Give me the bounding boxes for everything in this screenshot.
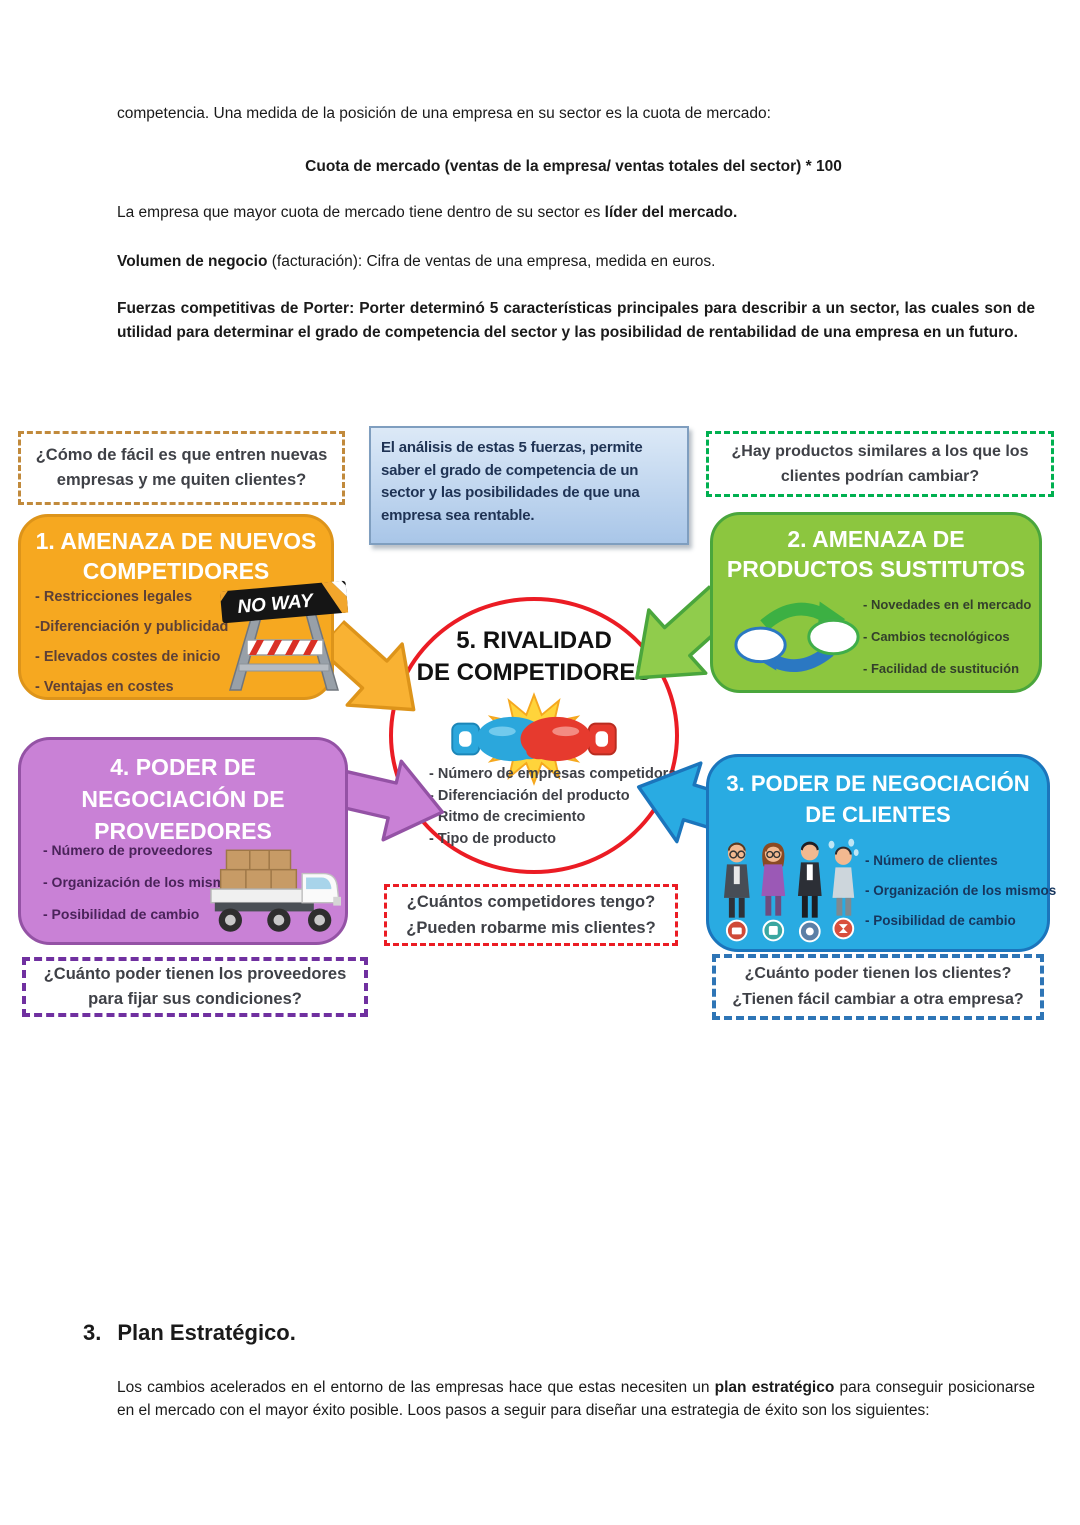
paragraph-porter-forces: Fuerzas competitivas de Porter: Porter d…	[117, 300, 1035, 341]
paragraph-strategic-plan: Los cambios acelerados en el entorno de …	[117, 1379, 1036, 1419]
list-item: - Número de empresas competidoras	[429, 766, 685, 782]
force-2-substitutes-box: 2. AMENAZA DE PRODUCTOS SUSTITUTOS - Nov…	[710, 512, 1042, 693]
force-4-items: - Número de proveedores - Organización d…	[43, 842, 241, 938]
list-item: - Posibilidad de cambio	[865, 913, 1016, 928]
force-1-new-competitors-box: 1. AMENAZA DE NUEVOS COMPETIDORES - Rest…	[18, 514, 349, 700]
five-forces-info-box: El análisis de estas 5 fuerzas, permite …	[369, 426, 689, 545]
list-item: -Diferenciación y publicidad	[35, 619, 229, 635]
boxing-gloves-icon	[430, 689, 638, 789]
force-5-rivalry-circle: 5. RIVALIDAD DE COMPETIDORES - Número de…	[389, 597, 684, 874]
question-substitutes: ¿Hay productos similares a los que los c…	[706, 431, 1054, 497]
section-heading-plan-estrategico: 3. Plan Estratégico.	[83, 1320, 296, 1346]
market-leader-term: líder del mercado.	[604, 204, 738, 221]
business-volume-text: (facturación): Cifra de ventas de una em…	[267, 253, 716, 270]
list-item: - Organización de los mismos	[43, 874, 242, 890]
list-item: - Ventajas en costes	[35, 679, 174, 695]
strategic-plan-term: plan estratégico	[714, 1379, 835, 1396]
question-new-entrants: ¿Cómo de fácil es que entren nuevas empr…	[18, 431, 345, 505]
section-number: 3.	[83, 1320, 102, 1345]
list-item: - Organización de los mismos	[865, 883, 1057, 898]
list-item: - Número de clientes	[865, 853, 998, 868]
force-2-items: - Novedades en el mercado - Cambios tecn…	[863, 597, 1031, 693]
list-item: - Número de proveedores	[43, 842, 213, 858]
force-5-title: 5. RIVALIDAD DE COMPETIDORES	[416, 627, 652, 686]
list-item: - Tipo de producto	[429, 830, 556, 847]
list-item: - Diferenciación del producto	[429, 787, 630, 804]
list-item: - Posibilidad de cambio	[43, 906, 200, 922]
list-item: - Elevados costes de inicio	[35, 649, 221, 665]
list-item: - Facilidad de sustitución	[863, 661, 1020, 676]
force-5-items: - Número de empresas competidoras - Dife…	[429, 764, 684, 850]
list-item: - Ritmo de crecimiento	[429, 809, 586, 825]
section-title: Plan Estratégico.	[117, 1320, 296, 1345]
question-clients: ¿Cuánto poder tienen los clientes? ¿Tien…	[712, 954, 1044, 1020]
force-1-items: - Restricciones legales -Diferenciación …	[35, 589, 228, 709]
paragraph-market-share: competencia. Una medida de la posición d…	[117, 105, 771, 122]
substitution-cycle-icon	[731, 591, 863, 683]
question-rivals: ¿Cuántos competidores tengo? ¿Pueden rob…	[384, 884, 678, 946]
force-2-title: 2. AMENAZA DE PRODUCTOS SUSTITUTOS	[726, 526, 1026, 582]
customers-group-icon	[721, 835, 869, 949]
list-item: - Restricciones legales	[35, 589, 193, 605]
list-item: - Cambios tecnológicos	[863, 629, 1010, 644]
force-3-title: 3. PODER DE NEGOCIACIÓN DE CLIENTES	[726, 771, 1030, 827]
force-3-items: - Número de clientes - Organización de l…	[865, 853, 1056, 943]
no-way-barrier-icon: NO WAY	[219, 577, 349, 697]
force-3-clients-box: 3. PODER DE NEGOCIACIÓN DE CLIENTES	[706, 754, 1056, 952]
force-4-title: 4. PODER DE NEGOCIACIÓN DE PROVEEDORES	[81, 754, 285, 844]
force-4-suppliers-box: 4. PODER DE NEGOCIACIÓN DE PROVEEDORES -…	[18, 737, 348, 945]
paragraph-market-leader: La empresa que mayor cuota de mercado ti…	[117, 201, 1030, 224]
business-volume-term: Volumen de negocio	[117, 253, 268, 270]
market-share-formula: Cuota de mercado (ventas de la empresa/ …	[305, 158, 842, 175]
list-item: - Novedades en el mercado	[863, 597, 1032, 612]
paragraph-market-leader-text: La empresa que mayor cuota de mercado ti…	[117, 204, 605, 221]
paragraph-business-volume: Volumen de negocio (facturación): Cifra …	[117, 250, 1030, 273]
delivery-truck-icon	[209, 846, 341, 938]
question-suppliers: ¿Cuánto poder tienen los proveedores par…	[22, 957, 368, 1017]
force-1-title: 1. AMENAZA DE NUEVOS COMPETIDORES	[35, 528, 317, 584]
